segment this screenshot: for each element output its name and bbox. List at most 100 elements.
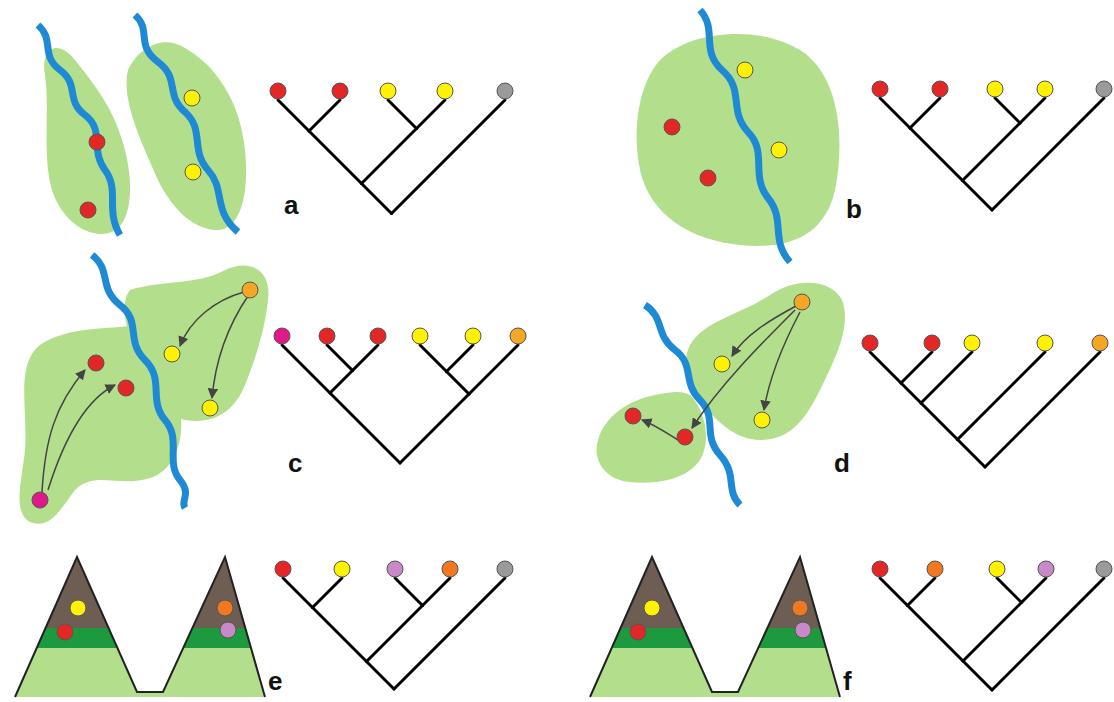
tree-branch: [958, 440, 986, 468]
tree-tip: [1096, 81, 1112, 97]
tree-branch: [447, 372, 470, 395]
tree-branch: [901, 383, 921, 403]
tree-branch: [992, 98, 1104, 210]
tree-branch: [330, 393, 400, 463]
tree-branch: [910, 98, 940, 128]
tree-branch: [417, 100, 446, 129]
range-map-d: [597, 283, 845, 505]
range-map-a: [38, 15, 246, 235]
tree-branch: [327, 345, 353, 371]
tree-tip: [510, 328, 526, 344]
tree-tip: [1037, 81, 1053, 97]
tree-tip: [964, 335, 980, 351]
tree-branch: [283, 578, 313, 608]
tree-branch: [880, 578, 908, 606]
phylogenetic-trees: [270, 81, 1112, 690]
cladogram: [872, 561, 1112, 690]
tree-branch: [921, 403, 958, 440]
tree-branch: [278, 100, 309, 131]
tree-branch: [1020, 98, 1045, 123]
tree-branch: [353, 345, 379, 371]
tree-branch: [469, 345, 518, 394]
panel-letter: e: [268, 668, 282, 694]
tree-tip: [274, 328, 290, 344]
tree-tip: [1096, 561, 1112, 577]
tree-branch: [985, 352, 1100, 467]
cladogram: [274, 328, 526, 463]
tree-branch: [330, 371, 353, 394]
tree-branch: [423, 578, 451, 606]
tree-tip: [497, 83, 513, 99]
panel-letter: d: [834, 450, 850, 476]
tree-tip: [319, 328, 335, 344]
tree-branch: [870, 352, 901, 383]
tree-tip: [270, 83, 286, 99]
tree-branch: [910, 128, 963, 181]
tree-branch: [392, 100, 506, 214]
panel-letter: c: [288, 450, 302, 476]
cladogram: [275, 561, 513, 689]
tree-tip: [927, 561, 943, 577]
tree-branch: [963, 123, 1021, 181]
panel-letter: f: [843, 668, 852, 694]
tree-branch: [908, 578, 936, 606]
tree-tip: [1038, 561, 1054, 577]
tree-branch: [362, 129, 417, 184]
tree-branch: [958, 352, 1046, 440]
tree-branch: [908, 606, 964, 662]
tree-branch: [309, 100, 340, 131]
tree-branch: [880, 98, 910, 128]
tree-branch: [963, 661, 992, 690]
tree-branch: [963, 181, 993, 211]
tree-tip: [370, 328, 386, 344]
tree-tip: [932, 81, 948, 97]
tree-tip: [332, 83, 348, 99]
tree-branch: [992, 578, 1104, 690]
tree-branch: [921, 352, 972, 403]
tree-tip: [412, 328, 428, 344]
tree-tip: [334, 561, 350, 577]
tree-tip: [275, 561, 291, 577]
tree-tip: [1092, 335, 1108, 351]
tree-branch: [963, 603, 1022, 662]
tree-branch: [1022, 578, 1047, 603]
tree-tip: [465, 328, 481, 344]
tree-branch: [309, 131, 362, 184]
tree-branch: [395, 578, 423, 606]
tree-branch: [447, 345, 474, 372]
range-map-b: [637, 10, 840, 262]
tree-tip: [380, 83, 396, 99]
tree-tip: [442, 561, 458, 577]
tree-branch: [388, 100, 417, 129]
mountains-f: [575, 540, 875, 700]
tree-branch: [367, 662, 395, 690]
tree-tip: [437, 83, 453, 99]
tree-branch: [313, 608, 367, 662]
tree-tip: [989, 561, 1005, 577]
tree-branch: [400, 394, 469, 463]
tree-tip: [1037, 335, 1053, 351]
tree-tip: [862, 335, 878, 351]
panel-letter: a: [284, 192, 298, 218]
tree-tip: [987, 81, 1003, 97]
tree-branch: [995, 98, 1020, 123]
tree-branch: [901, 352, 932, 383]
tree-branch: [394, 578, 505, 689]
tree-branch: [282, 345, 330, 393]
tree-tip: [387, 561, 403, 577]
tree-branch: [367, 606, 423, 662]
range-map-c: [20, 255, 269, 524]
tree-branch: [313, 578, 343, 608]
tree-tip: [497, 561, 513, 577]
cladogram: [872, 81, 1112, 210]
panel-letter: b: [846, 196, 862, 222]
cladogram: [862, 335, 1108, 467]
tree-tip: [872, 81, 888, 97]
tree-branch: [997, 578, 1022, 603]
tree-tip: [872, 561, 888, 577]
tree-branch: [362, 184, 392, 214]
tree-branch: [420, 345, 447, 372]
mountains-e: [0, 540, 300, 700]
